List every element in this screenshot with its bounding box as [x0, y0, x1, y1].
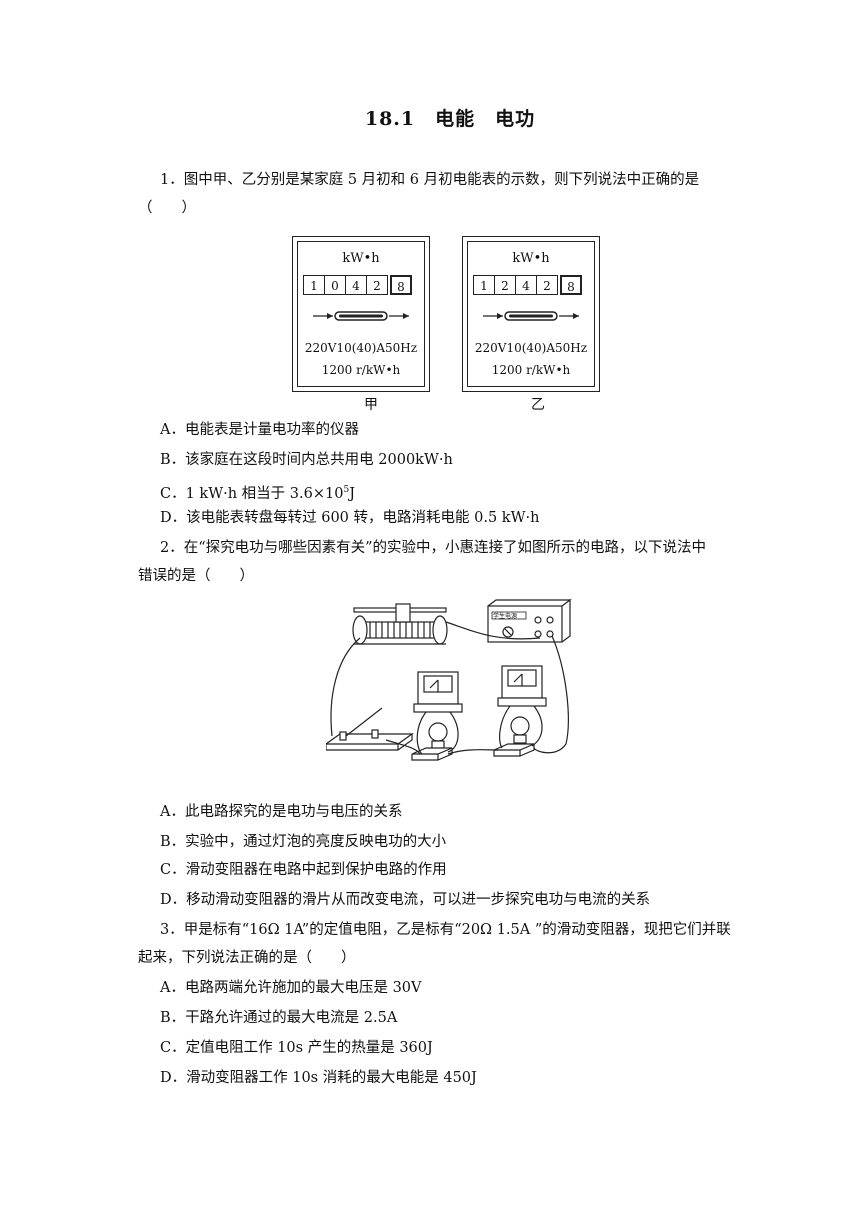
- q3-option-a: A．电路两端允许施加的最大电压是 30V: [160, 980, 422, 996]
- question-3-stem-cont: 起来，下列说法正确的是（ ）: [138, 950, 356, 966]
- meter-label-yi: 乙: [531, 397, 545, 413]
- q1-option-b: B．该家庭在这段时间内总共用电 2000kW·h: [160, 452, 453, 468]
- meter-digit: 4: [515, 275, 537, 295]
- question-1-bracket: （ ）: [138, 200, 196, 216]
- q1-option-a: A．电能表是计量电功率的仪器: [160, 422, 359, 438]
- meter-digit: 2: [536, 275, 558, 295]
- q1-option-c-exponent: 5: [343, 485, 350, 495]
- question-2-stem: 2．在“探究电功与哪些因素有关”的实验中，小惠连接了如图所示的电路，以下说法中: [160, 540, 707, 556]
- q3-option-b: B．干路允许通过的最大电流是 2.5A: [160, 1010, 398, 1026]
- meter-decimal-digit: 8: [560, 275, 582, 295]
- q2-option-d: D．移动滑动变阻器的滑片从而改变电流，可以进一步探究电功与电流的关系: [160, 892, 651, 908]
- question-1-stem: 1．图中甲、乙分别是某家庭 5 月初和 6 月初电能表的示数，则下列说法中正确的…: [160, 172, 700, 188]
- question-3-stem: 3．甲是标有“16Ω 1A”的定值电阻，乙是标有“20Ω 1.5A ”的滑动变阻…: [160, 922, 731, 938]
- question-2-stem-cont: 错误的是（ ）: [138, 568, 254, 584]
- meter-unit: kW•h: [512, 251, 550, 266]
- q3-option-c: C．定值电阻工作 10s 产生的热量是 360J: [160, 1040, 433, 1056]
- meter-spec-rating: 220V10(40)A50Hz: [474, 341, 588, 355]
- meter-digit: 4: [345, 275, 367, 295]
- meter-decimal-digit: 8: [390, 275, 412, 295]
- meter-digit: 1: [303, 275, 325, 295]
- circuit-diagram: 学生电源: [326, 598, 572, 761]
- q3-option-d: D．滑动变阻器工作 10s 消耗的最大电能是 450J: [160, 1070, 477, 1086]
- meter-spec-rating: 220V10(40)A50Hz: [304, 341, 418, 355]
- q2-option-b: B．实验中，通过灯泡的亮度反映电功的大小: [160, 834, 447, 850]
- energy-meter-jia: kW•h 1 0 4 2 8 220V10(40)A50Hz 1200 r/kW…: [292, 236, 430, 392]
- q1-option-d: D．该电能表转盘每转过 600 转，电路消耗电能 0.5 kW·h: [160, 510, 540, 526]
- voltmeter-icon: [413, 671, 463, 713]
- meter-disk-icon: [483, 311, 579, 321]
- q2-option-a: A．此电路探究的是电功与电压的关系: [160, 804, 403, 820]
- light-bulb-icon: [493, 716, 535, 757]
- meter-digit: 2: [494, 275, 516, 295]
- meter-label-jia: 甲: [364, 397, 378, 413]
- meter-digits: 1 2 4 2 8: [473, 275, 582, 295]
- meter-spec-revolutions: 1200 r/kW•h: [491, 363, 571, 377]
- energy-meter-yi: kW•h 1 2 4 2 8 220V10(40)A50Hz 1200 r/kW…: [462, 236, 600, 392]
- meter-digits: 1 0 4 2 8: [303, 275, 412, 295]
- q1-option-c: C．1 kW·h 相当于 3.6×105J: [160, 480, 355, 504]
- meter-unit: kW•h: [342, 251, 380, 266]
- q2-option-c: C．滑动变阻器在电路中起到保护电路的作用: [160, 862, 447, 878]
- power-supply-icon: [487, 598, 572, 643]
- page-title: 18.1 电能 电功: [364, 108, 536, 130]
- rheostat-icon: [352, 603, 448, 645]
- power-supply-label: 学生电源: [493, 612, 517, 620]
- voltmeter-icon: [497, 665, 547, 707]
- meter-disk-icon: [313, 311, 409, 321]
- meter-digit: 1: [473, 275, 495, 295]
- q1-option-c-unit: J: [349, 485, 356, 502]
- q1-option-c-text: C．1 kW·h 相当于 3.6×10: [160, 485, 344, 502]
- meter-digit: 0: [324, 275, 346, 295]
- meter-digit: 2: [366, 275, 388, 295]
- meter-spec-revolutions: 1200 r/kW•h: [321, 363, 401, 377]
